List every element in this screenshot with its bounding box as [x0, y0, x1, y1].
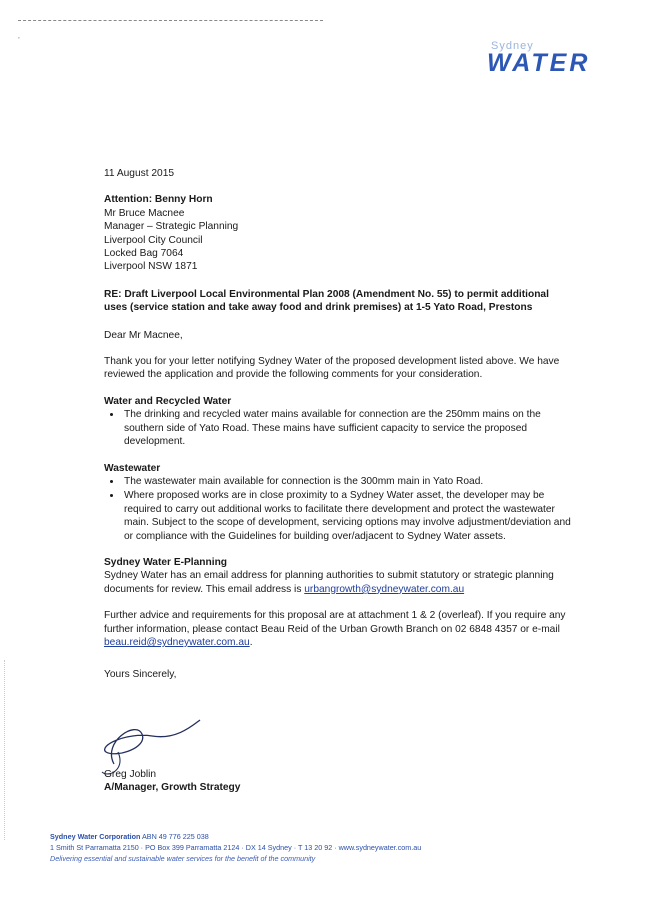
footer-address: 1 Smith St Parramatta 2150 · PO Box 399 … [50, 843, 422, 852]
salutation: Dear Mr Macnee, [104, 329, 183, 341]
top-dashed-line [18, 20, 323, 21]
eplanning-paragraph: Sydney Water has an email address for pl… [104, 569, 574, 596]
wastewater-heading: Wastewater [104, 462, 161, 474]
closing: Yours Sincerely, [104, 669, 177, 681]
urbangrowth-email-link[interactable]: urbangrowth@sydneywater.com.au [304, 583, 465, 595]
footer-tagline: Delivering essential and sustainable wat… [50, 854, 316, 863]
signatory-name: Greg Joblin [104, 769, 157, 780]
intro-paragraph: Thank you for your letter notifying Sydn… [104, 356, 560, 381]
signature-graphic [101, 719, 201, 775]
sydney-water-logo: Sydney WATER [487, 40, 607, 77]
letter-footer: Sydney Water Corporation ABN 49 776 225 … [50, 831, 421, 864]
recipient-line: Mr Bruce Macnee [104, 207, 185, 219]
logo-big-text: WATER [487, 49, 591, 77]
subject-line: RE: Draft Liverpool Local Environmental … [104, 288, 549, 314]
letter-body: 11 August 2015 Attention: Benny Horn Mr … [104, 167, 574, 682]
signatory-title: A/Manager, Growth Strategy [104, 782, 241, 794]
margin-dots [4, 660, 7, 840]
letter-date: 11 August 2015 [104, 168, 175, 179]
further-paragraph: Further advice and requirements for this… [104, 609, 574, 649]
eplanning-heading: Sydney Water E-Planning [104, 556, 228, 568]
recipient-line: Liverpool NSW 1871 [104, 261, 198, 273]
scan-mark: ’ [18, 36, 20, 45]
bullet-item: The wastewater main available for connec… [122, 475, 574, 488]
further-end: . [249, 636, 253, 648]
footer-corp-line: Sydney Water Corporation ABN 49 776 225 … [50, 831, 421, 842]
footer-abn: ABN 49 776 225 038 [142, 832, 209, 841]
beau-reid-email-link[interactable]: beau.reid@sydneywater.com.au [104, 636, 250, 648]
attention-line: Attention: Benny Horn [104, 194, 213, 206]
further-text: Further advice and requirements for this… [104, 610, 566, 635]
bullet-item: Where proposed works are in close proxim… [122, 489, 574, 543]
water-bullets: The drinking and recycled water mains av… [104, 408, 574, 448]
bullet-item: The drinking and recycled water mains av… [122, 408, 574, 448]
recipient-line: Locked Bag 7064 [104, 248, 184, 260]
eplanning-text: Sydney Water has an email address for pl… [104, 570, 554, 595]
footer-corp: Sydney Water Corporation [50, 832, 141, 841]
logo-small-text: Sydney [491, 40, 534, 52]
wastewater-bullets: The wastewater main available for connec… [104, 475, 574, 543]
water-heading: Water and Recycled Water [104, 395, 232, 407]
recipient-line: Manager – Strategic Planning [104, 221, 239, 233]
signatory-block: Greg Joblin A/Manager, Growth Strategy [104, 768, 240, 795]
recipient-line: Liverpool City Council [104, 234, 203, 246]
recipient-block: Attention: Benny Horn Mr Bruce Macnee Ma… [104, 193, 574, 273]
